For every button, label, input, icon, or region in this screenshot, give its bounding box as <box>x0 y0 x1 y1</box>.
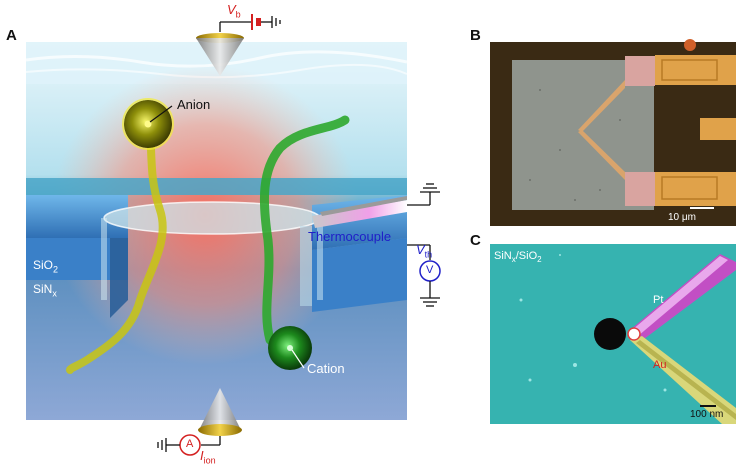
ion-current-label: Iion <box>200 448 216 466</box>
thermocouple-label: Thermocouple <box>308 229 392 244</box>
panel-c-letter: C <box>470 232 481 249</box>
panel-c-scale-label: 100 nm <box>690 409 724 420</box>
sio2-label: SiO2 <box>33 258 59 275</box>
ammeter-symbol: A <box>186 438 194 450</box>
cation-label: Cation <box>307 361 345 376</box>
panel-c-substrate-label: SiNx/SiO2 <box>494 250 542 265</box>
sinx-label: SiNx <box>33 282 57 299</box>
pt-label: Pt <box>653 294 664 306</box>
voltmeter-symbol: V <box>426 264 434 276</box>
vth-label: Vth <box>416 242 433 260</box>
vb-label: Vb <box>227 2 241 20</box>
panel-a-letter: A <box>6 27 17 44</box>
panel-b-letter: B <box>470 27 481 44</box>
anion-label: Anion <box>177 97 211 112</box>
panel-b-scale-label: 10 μm <box>668 212 696 223</box>
au-label: Au <box>653 359 667 371</box>
